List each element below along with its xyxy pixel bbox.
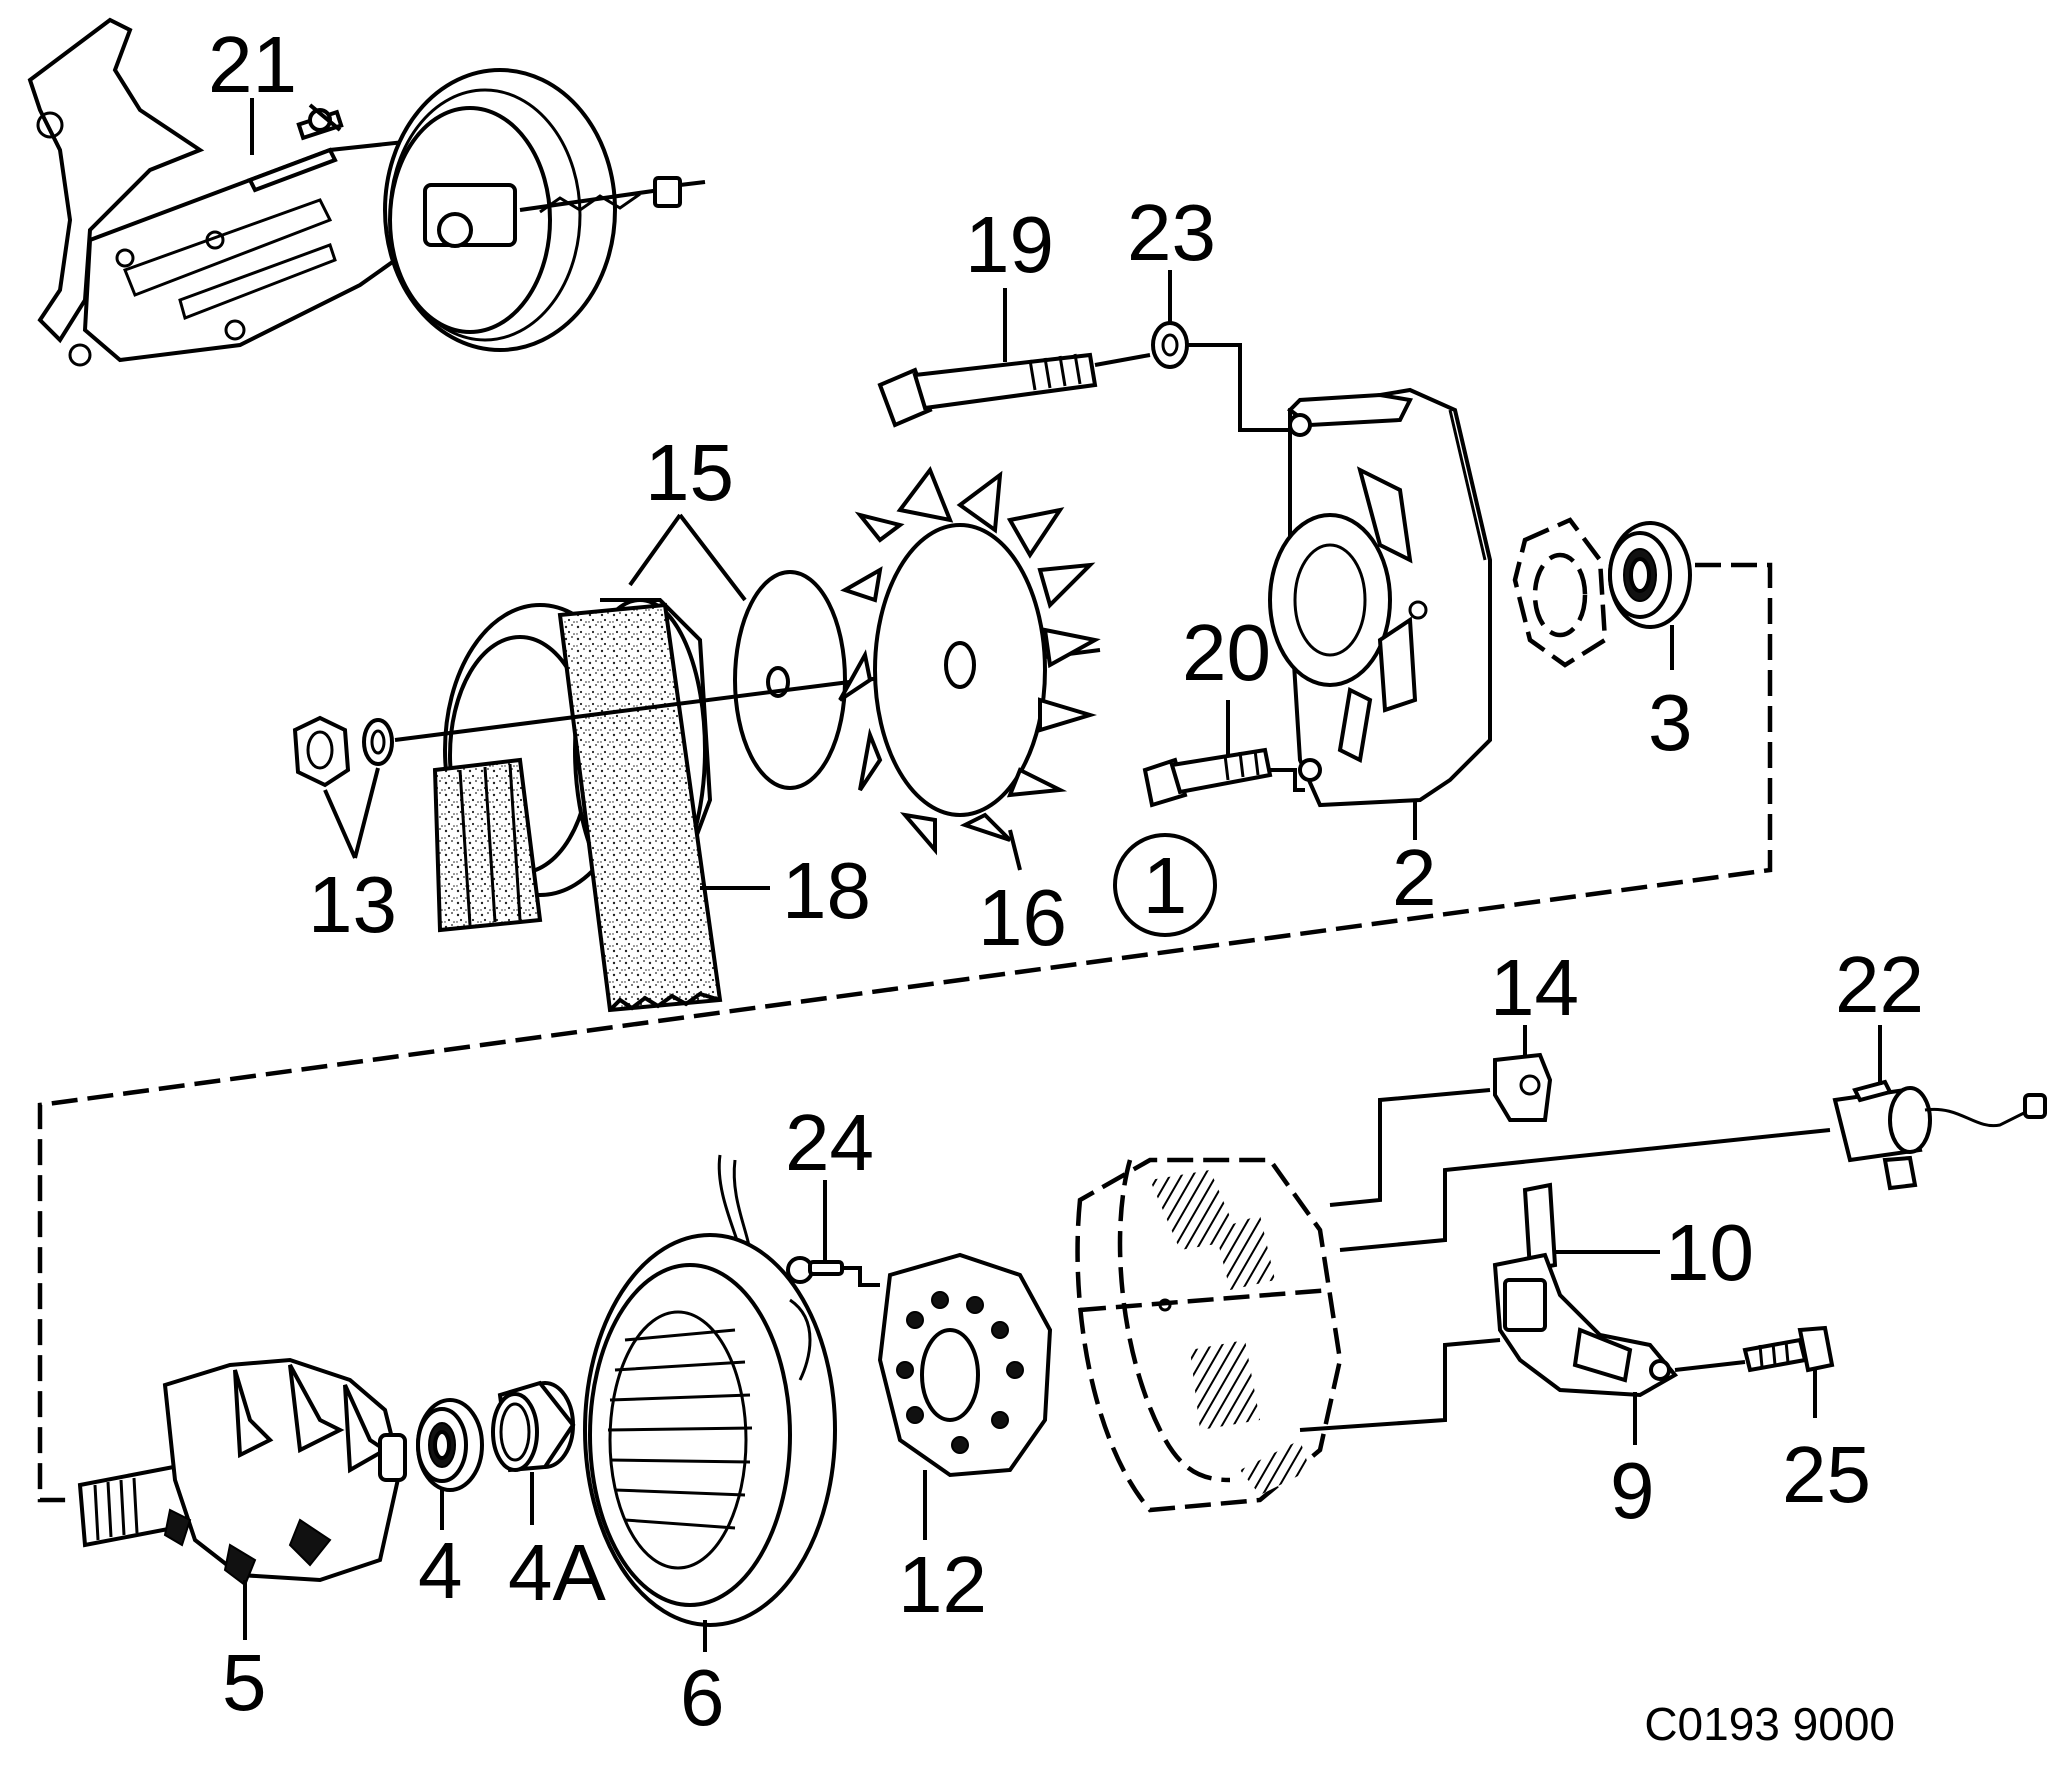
axis-24-plate [842,1266,880,1287]
bearing-4-part [416,1398,484,1492]
pulley-disc-15-part [733,570,847,790]
label-23: 23 [1127,188,1216,277]
bearing-3-part [1608,521,1692,629]
axis-25-regulator [1674,1360,1746,1372]
assembly-dashed-line [37,562,1773,1503]
label-6: 6 [680,1653,725,1742]
bolt-19-part [877,352,1098,428]
label-15: 15 [645,428,734,517]
label-16: 16 [978,873,1067,962]
label-2: 2 [1392,833,1437,922]
axis-22-cover [1339,1128,1831,1252]
axis-14-cover [1329,1088,1491,1207]
nut-washer-13-part [292,715,394,788]
label-9: 9 [1610,1446,1655,1535]
label-3: 3 [1648,678,1693,767]
label-4a: 4A [508,1528,606,1617]
label-14: 14 [1490,943,1579,1032]
label-21: 21 [208,20,297,109]
washer-23-part [1151,321,1189,369]
clip-14-part [1493,1052,1553,1122]
rectifier-12-part [877,1252,1053,1478]
rotor-5-part [77,1357,407,1587]
rear-cover-dashed [1075,1157,1343,1513]
label-1: 1 [1143,841,1188,930]
sleeve-4a-part [491,1380,576,1473]
drive-end-housing-part [1268,387,1492,808]
label-12: 12 [898,1540,987,1629]
label-20: 20 [1182,608,1271,697]
bolt-20-part [1142,747,1273,808]
label-4: 4 [418,1526,463,1615]
regulator-9-part [1492,1182,1679,1398]
leader-16 [1008,829,1022,871]
drawing-code: C0193 9000 [1644,1698,1895,1750]
tensioner-bracket-part [27,17,483,367]
fan-16-part [838,465,1101,856]
screw-24-part [786,1256,844,1284]
axis-19-23 [1094,353,1151,367]
axis-23-housing [1187,343,1295,432]
tensioner-pulley-part [383,68,706,352]
stator-6-part [583,1154,837,1627]
leader-13 [323,767,380,859]
label-19: 19 [965,200,1054,289]
axis-9-cover [1299,1338,1501,1432]
leader-15 [628,513,747,602]
label-5: 5 [222,1638,267,1727]
label-25: 25 [1782,1430,1871,1519]
label-24: 24 [785,1098,874,1187]
belt-18-part [432,602,723,1013]
screw-25-part [1742,1325,1835,1373]
callout-1: 1 [1113,833,1217,937]
label-22: 22 [1835,940,1924,1029]
label-18: 18 [782,846,871,935]
label-10: 10 [1665,1208,1754,1297]
capacitor-22-part [1832,1079,2047,1191]
axis-20-housing [1270,768,1305,792]
spacer-plate-dashed [1512,517,1608,668]
label-13: 13 [308,860,397,949]
